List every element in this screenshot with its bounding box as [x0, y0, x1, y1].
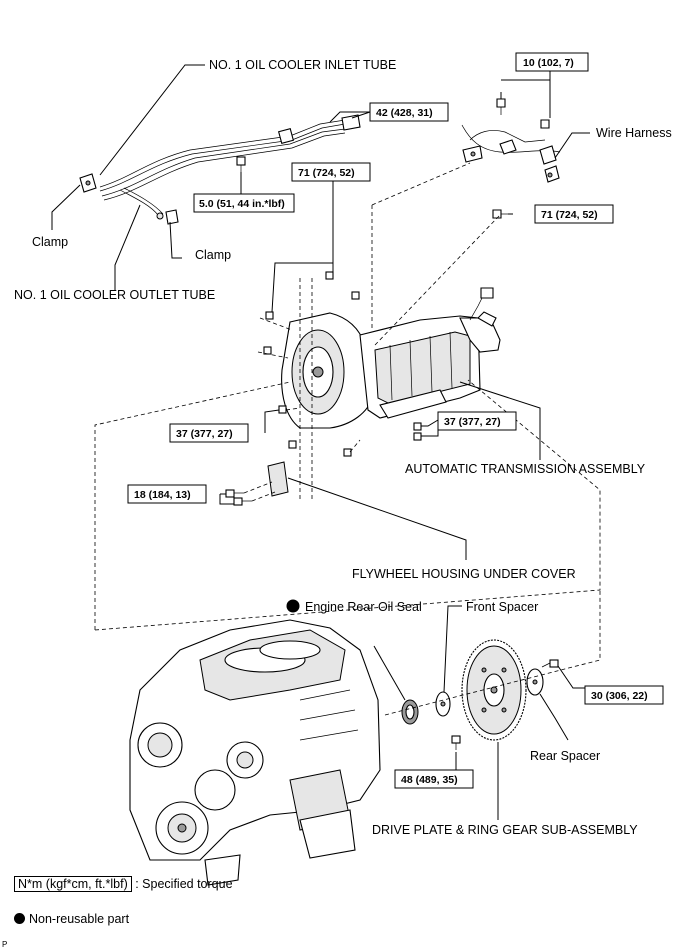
oil-cooler-tubes [99, 114, 361, 220]
svg-text:30 (306, 22): 30 (306, 22) [591, 690, 648, 702]
label-clamp-right: Clamp [195, 248, 231, 262]
front-spacer [435, 691, 451, 717]
torque-box-10: 10 (102, 7) [515, 52, 589, 72]
label-drive-plate: DRIVE PLATE & RING GEAR SUB-ASSEMBLY [372, 823, 638, 837]
tube-bolt [236, 156, 246, 172]
torque-box-18: 18 (184, 13) [127, 484, 207, 504]
svg-text:48 (489, 35): 48 (489, 35) [401, 774, 458, 786]
svg-text:5.0 (51, 44 in.*lbf): 5.0 (51, 44 in.*lbf) [199, 198, 285, 210]
engine-rear-oil-seal [401, 699, 419, 725]
svg-text:71 (724, 52): 71 (724, 52) [298, 167, 355, 179]
torque-box-37-right: 37 (377, 27) [437, 411, 517, 431]
label-clamp-left: Clamp [32, 235, 68, 249]
torque-box-48: 48 (489, 35) [394, 769, 474, 789]
clamp-right [165, 209, 179, 225]
alignment-lines [94, 162, 601, 716]
rear-spacer [526, 668, 544, 696]
svg-text:18 (184, 13): 18 (184, 13) [134, 489, 191, 501]
torque-box-5: 5.0 (51, 44 in.*lbf) [193, 193, 295, 213]
label-rear-oil-seal: Engine Rear Oil Seal [305, 600, 422, 614]
nonreusable-dot-icon [14, 913, 25, 924]
torque-box-42: 42 (428, 31) [369, 102, 449, 122]
transmission-assembly [263, 271, 501, 457]
label-wire-harness: Wire Harness [596, 126, 672, 140]
wire-harness [461, 98, 561, 219]
label-outlet-tube: NO. 1 OIL COOLER OUTLET TUBE [14, 288, 215, 302]
svg-text:10 (102, 7): 10 (102, 7) [523, 57, 574, 69]
torque-box-37-left: 37 (377, 27) [169, 423, 249, 443]
torque-box-71-harness: 71 (724, 52) [534, 204, 614, 224]
svg-text:37 (377, 27): 37 (377, 27) [176, 428, 233, 440]
label-inlet-tube: NO. 1 OIL COOLER INLET TUBE [209, 58, 396, 72]
torque-box-71-top: 71 (724, 52) [291, 162, 371, 182]
legend-nonreusable-text: Non-reusable part [29, 912, 130, 926]
clamp-left [79, 173, 97, 193]
leader-lines [51, 64, 590, 820]
legend-nonreusable: Non-reusable part [14, 912, 129, 926]
svg-text:71 (724, 52): 71 (724, 52) [541, 209, 598, 221]
drive-plate-bolts [451, 659, 559, 750]
footer-code: P [2, 940, 8, 949]
flywheel-housing-under-cover [225, 461, 289, 506]
legend-torque-desc: : Specified torque [135, 877, 233, 891]
label-transmission: AUTOMATIC TRANSMISSION ASSEMBLY [405, 462, 646, 476]
svg-text:42 (428, 31): 42 (428, 31) [376, 107, 433, 119]
legend-torque-unit-box: N*m (kgf*cm, ft.*lbf) [14, 876, 132, 892]
svg-text:37 (377, 27): 37 (377, 27) [444, 416, 501, 428]
label-rear-spacer: Rear Spacer [530, 749, 600, 763]
drive-plate-ring-gear [461, 639, 527, 741]
label-front-spacer: Front Spacer [466, 600, 538, 614]
label-under-cover: FLYWHEEL HOUSING UNDER COVER [352, 567, 576, 581]
nonreusable-marker-icon [286, 599, 300, 613]
engine-assembly [129, 619, 381, 886]
legend-torque: N*m (kgf*cm, ft.*lbf) : Specified torque [14, 876, 233, 892]
torque-box-30: 30 (306, 22) [584, 685, 664, 705]
